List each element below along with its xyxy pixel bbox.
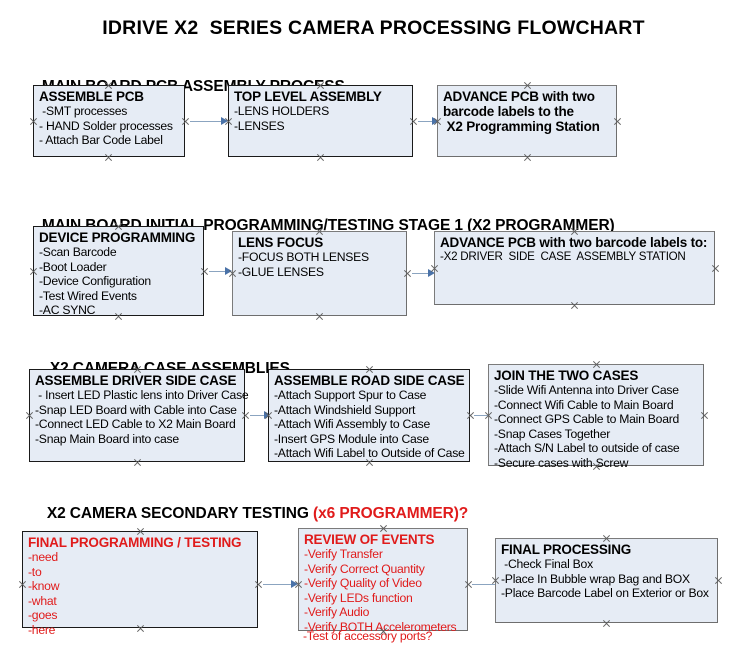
process-box-title: FINAL PROGRAMMING / TESTING <box>28 535 242 550</box>
process-box-line: -Attach Windshield Support <box>274 402 416 417</box>
process-box-line: -Attach Wifi Label to Outside of Case <box>274 446 465 461</box>
process-box-line: -Verify Correct Quantity <box>304 561 425 576</box>
process-box-line: -to <box>28 564 42 579</box>
process-box-line: -Insert GPS Module into Case <box>274 431 429 446</box>
process-box-title: DEVICE PROGRAMMING <box>39 230 196 245</box>
page-title: IDRIVE X2 SERIES CAMERA PROCESSING FLOWC… <box>102 17 645 39</box>
process-box-line: -need <box>28 550 58 564</box>
process-box-line: -LENSES <box>234 118 285 133</box>
process-box-line: -Slide Wifi Antenna into Driver Case <box>494 383 679 397</box>
process-box-line: -Attach Wifi Assembly to Case <box>274 417 430 432</box>
flow-arrow <box>418 117 440 126</box>
process-box-line: -Device Configuration <box>39 274 151 289</box>
process-box-top-level-assembly[interactable]: TOP LEVEL ASSEMBLY -LENS HOLDERS -LENSES <box>228 85 413 157</box>
process-box-assemble-pcb[interactable]: ASSEMBLE PCB -SMT processes - HAND Solde… <box>33 85 185 157</box>
process-box-line: -goes <box>28 608 58 623</box>
section-heading-accent-text: (x6 PROGRAMMER)? <box>313 505 469 522</box>
section-heading-x2-camera-secondary-testing: X2 CAMERA SECONDARY TESTING (x6 PROGRAMM… <box>30 487 468 541</box>
process-box-line: -Verify Audio <box>304 605 370 620</box>
process-box-review-of-events[interactable]: REVIEW OF EVENTS -Verify Transfer -Verif… <box>298 528 468 634</box>
process-box-title: FINAL PROCESSING <box>501 542 632 557</box>
flow-arrow <box>209 267 233 276</box>
section-heading-text: X2 CAMERA SECONDARY TESTING <box>46 505 314 522</box>
process-box-line: -AC SYNC <box>39 303 96 318</box>
process-box-line: -Place Barcode Label on Exterior or Box <box>501 586 709 601</box>
process-box-line: X2 Programming Station <box>443 119 600 134</box>
process-box-title: ADVANCE PCB with two <box>443 89 595 104</box>
process-box-line: -Secure cases with Screw <box>494 455 629 470</box>
process-box-assemble-road-side-case[interactable]: ASSEMBLE ROAD SIDE CASE -Attach Support … <box>268 369 470 462</box>
process-box-line: -Place In Bubble wrap Bag and BOX <box>501 571 690 586</box>
process-box-line: -GLUE LENSES <box>238 264 324 279</box>
process-box-join-the-two-cases[interactable]: JOIN THE TWO CASES -Slide Wifi Antenna i… <box>488 364 704 470</box>
flow-arrow <box>190 117 229 126</box>
process-box-line: -SMT processes <box>39 104 128 118</box>
process-box-line: -Attach Support Spur to Case <box>274 388 427 402</box>
process-box-line: -Snap LED Board with Cable into Case <box>35 402 237 417</box>
process-box-advance-pcb-to-programming-station[interactable]: ADVANCE PCB with two barcode labels to t… <box>437 85 617 157</box>
process-box-line: -here <box>28 622 56 637</box>
process-box-assemble-driver-side-case[interactable]: ASSEMBLE DRIVER SIDE CASE - Insert LED P… <box>29 369 249 462</box>
process-box-line: -Snap Cases Together <box>494 426 611 441</box>
process-box-line: -Verify Transfer <box>304 547 383 561</box>
process-box-line: -Check Final Box <box>501 557 593 571</box>
process-box-title: REVIEW OF EVENTS <box>304 532 435 547</box>
process-box-line: -Verify Quality of Video <box>304 576 422 591</box>
process-box-line: -Snap Main Board into case <box>35 431 179 446</box>
process-box-line: -Verify LEDs function <box>304 590 413 605</box>
process-box-line: -Verify BOTH Accelerometers <box>304 619 457 634</box>
process-box-title: ASSEMBLE ROAD SIDE CASE <box>274 373 465 388</box>
process-box-line: - HAND Solder processes <box>39 118 173 133</box>
process-box-line: -know <box>28 579 60 594</box>
process-box-line: - Insert LED Plastic lens into Driver Ca… <box>35 388 249 402</box>
process-box-line: barcode labels to the <box>443 104 574 119</box>
process-box-title: TOP LEVEL ASSEMBLY <box>234 89 382 104</box>
flow-arrow <box>412 269 436 278</box>
process-box-final-processing[interactable]: FINAL PROCESSING -Check Final Box -Place… <box>495 538 718 623</box>
process-box-title: JOIN THE TWO CASES <box>494 368 639 383</box>
process-box-line: -X2 DRIVER SIDE CASE ASSEMBLY STATION <box>440 250 686 263</box>
process-box-device-programming[interactable]: DEVICE PROGRAMMING -Scan Barcode -Boot L… <box>33 226 204 317</box>
process-box-line: -FOCUS BOTH LENSES <box>238 250 369 264</box>
process-box-final-programming-testing[interactable]: FINAL PROGRAMMING / TESTING -need -to -k… <box>22 531 258 637</box>
process-box-title: ASSEMBLE PCB <box>39 89 144 104</box>
process-box-line: -Attach S/N Label to outside of case <box>494 441 680 456</box>
process-box-line: -Connect GPS Cable to Main Board <box>494 412 680 427</box>
flow-arrow <box>250 411 272 420</box>
process-box-title: LENS FOCUS <box>238 235 324 250</box>
process-box-line: -what <box>28 593 57 608</box>
process-box-line: -Connect LED Cable to X2 Main Board <box>35 417 236 432</box>
flow-arrow <box>263 580 299 589</box>
process-box-line: -LENS HOLDERS <box>234 104 329 118</box>
process-box-line: -Test Wired Events <box>39 288 137 303</box>
process-box-line: - Attach Bar Code Label <box>39 133 163 148</box>
process-box-line: -Boot Loader <box>39 259 107 274</box>
process-box-line: -Scan Barcode <box>39 245 117 259</box>
process-box-title: ASSEMBLE DRIVER SIDE CASE <box>35 373 237 388</box>
process-box-line: -Connect Wifi Cable to Main Board <box>494 397 674 412</box>
process-box-title: ADVANCE PCB with two barcode labels to: <box>440 235 708 250</box>
process-box-advance-pcb-to-driver-side-case[interactable]: ADVANCE PCB with two barcode labels to: … <box>434 231 715 305</box>
process-box-lens-focus[interactable]: LENS FOCUS -FOCUS BOTH LENSES -GLUE LENS… <box>232 231 407 316</box>
process-box-overflow-line: -Test of accessory ports? <box>303 629 433 643</box>
